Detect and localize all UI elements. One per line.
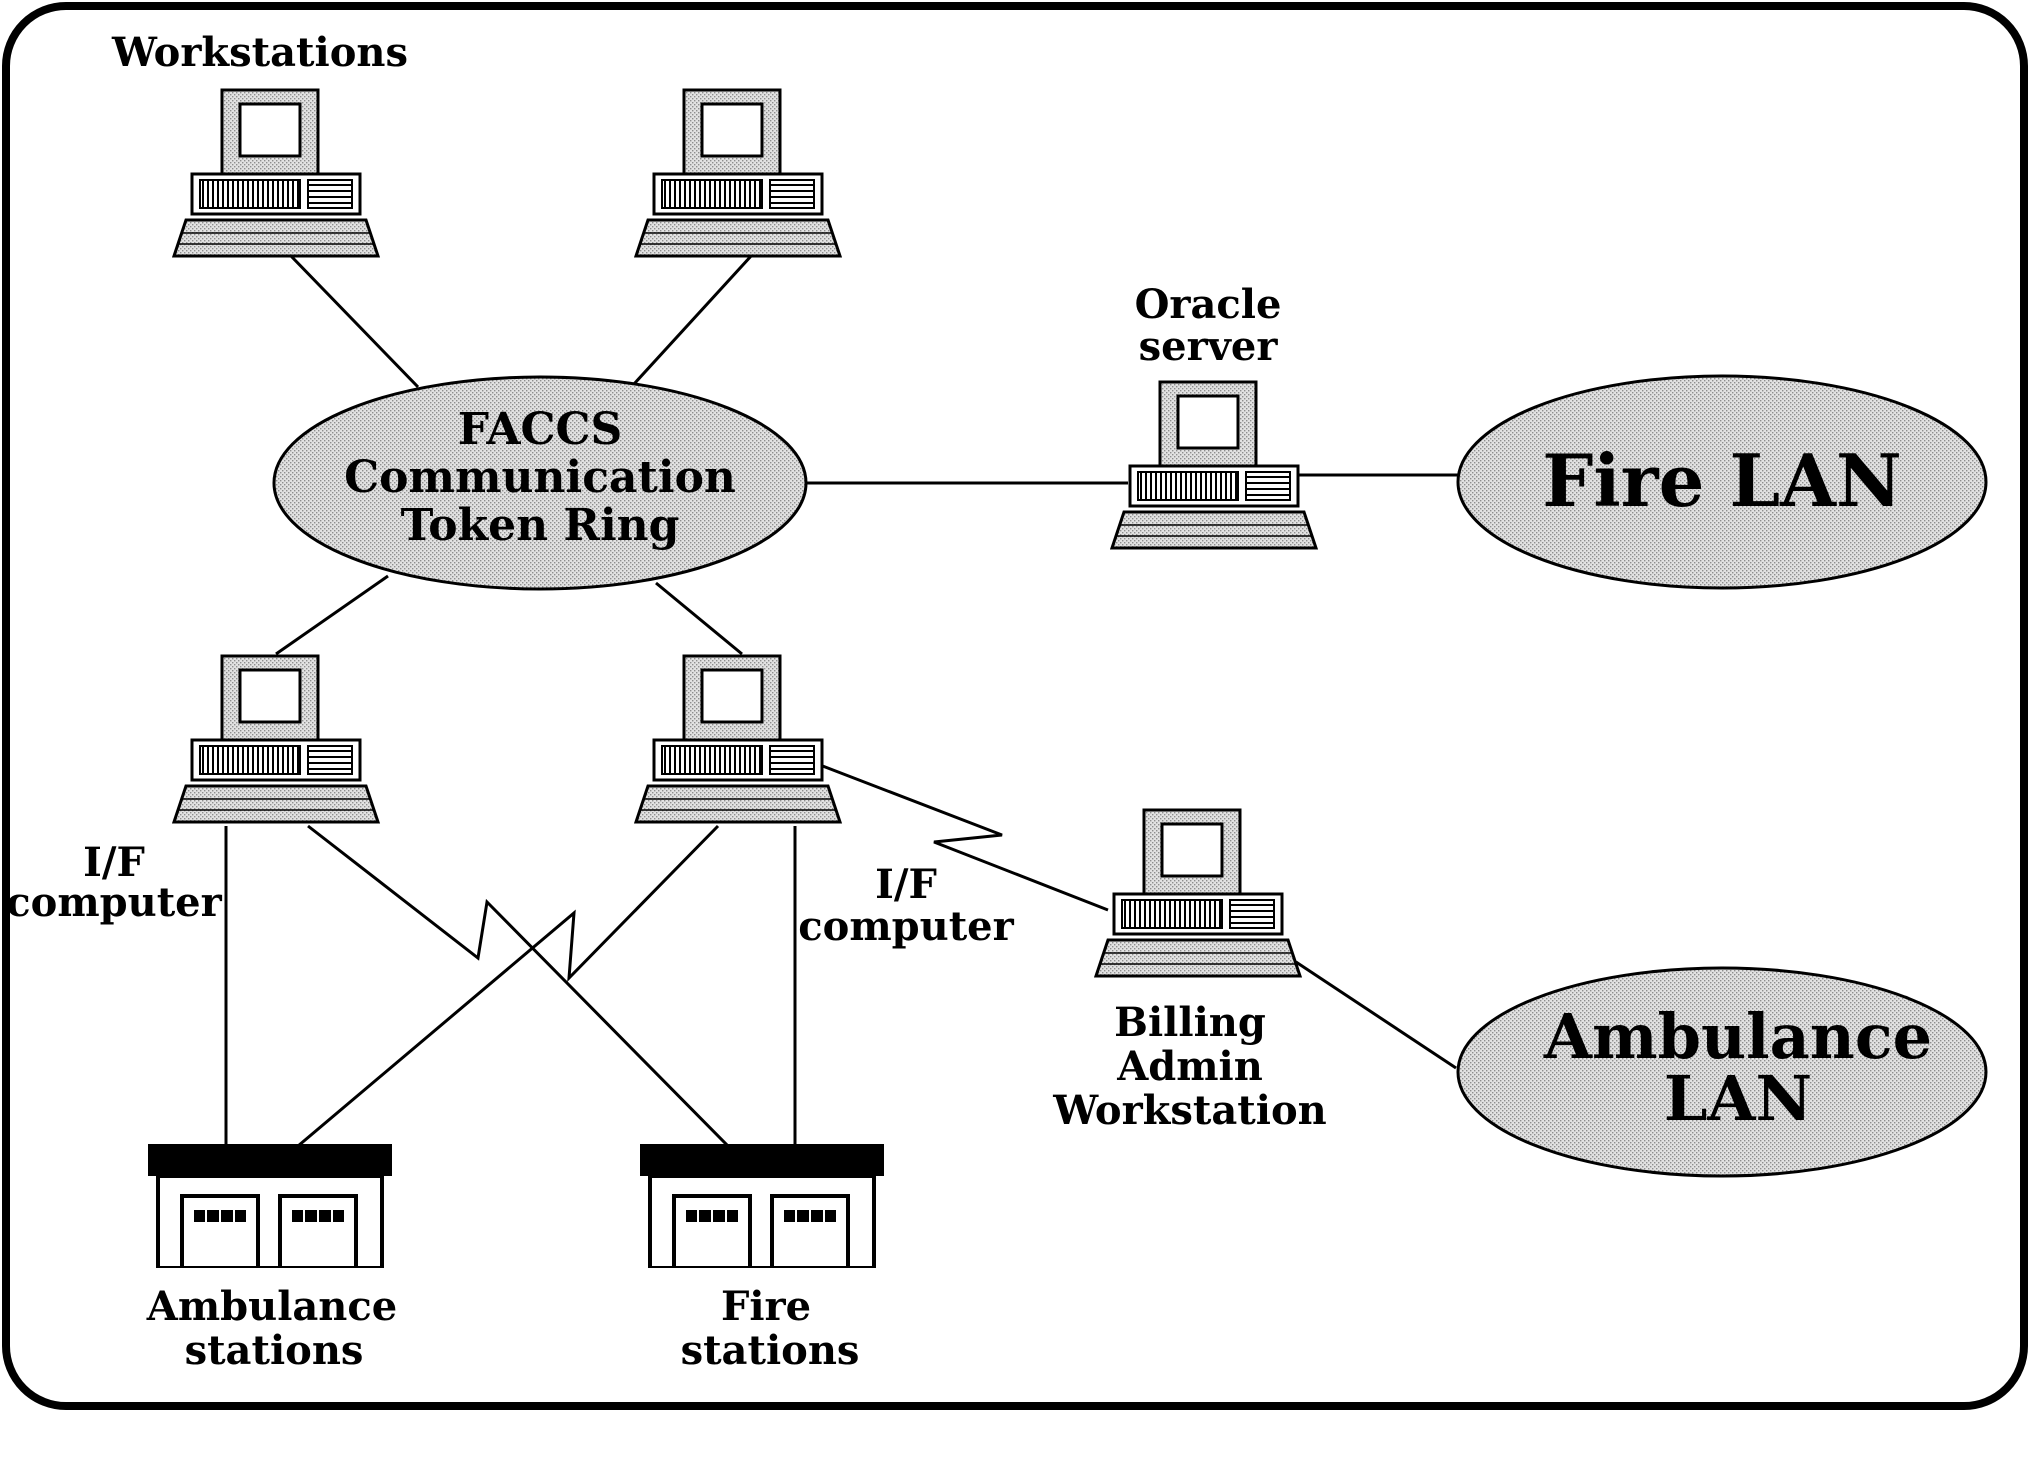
if-computer-left-label-1: I/F [83, 839, 145, 886]
ambulance-lan-label-1: Ambulance [1543, 1000, 1932, 1073]
ambulance-lan-label-2: LAN [1664, 1062, 1812, 1135]
fire-stations-label-1: Fire [721, 1283, 811, 1330]
connection-lines [224, 253, 1458, 1148]
link-if-left-fire [307, 824, 730, 1148]
token-ring-label-3: Token Ring [401, 500, 680, 551]
billing-admin-label-3: Workstation [1052, 1087, 1326, 1134]
link-billing-amblan [1295, 960, 1457, 1070]
fire-lan-label: Fire LAN [1542, 438, 1902, 523]
oracle-server-label-1: Oracle [1135, 281, 1282, 328]
if-computer-right-label-1: I/F [875, 861, 937, 908]
ambulance-stations-label-1: Ambulance [146, 1283, 397, 1330]
ambulance-lan: Ambulance LAN [1456, 966, 1988, 1178]
link-if-right-ambulance [297, 824, 720, 1148]
link-ring-if-right [655, 581, 743, 656]
billing-admin-label-2: Admin [1116, 1043, 1263, 1090]
billing-admin-label-1: Billing [1114, 999, 1266, 1046]
if-computer-left-label-2: computer [6, 879, 222, 926]
ambulance-station-icon [148, 1144, 392, 1268]
ambulance-stations-label-2: stations [185, 1327, 364, 1374]
fire-stations-label-2: stations [681, 1327, 860, 1374]
token-ring-label-1: FACCS [458, 404, 623, 455]
link-ring-if-left [275, 574, 389, 656]
token-ring-ellipse [272, 375, 808, 591]
link-ws2-ring [632, 253, 754, 386]
oracle-server-label-2: server [1139, 323, 1279, 370]
workstations-label: Workstations [111, 29, 408, 76]
ambulance-lan-ellipse [1456, 966, 1988, 1178]
link-ws1-ring [288, 253, 420, 389]
if-computer-right-label-2: computer [798, 903, 1014, 950]
fire-station-icon [640, 1144, 884, 1268]
token-ring-label-2: Communication [344, 452, 736, 503]
fire-lan-ellipse [1456, 374, 1988, 590]
token-ring: FACCS Communication Token Ring [272, 375, 808, 591]
link-if-right-billing [819, 763, 1109, 912]
fire-lan: Fire LAN [1456, 374, 1988, 590]
